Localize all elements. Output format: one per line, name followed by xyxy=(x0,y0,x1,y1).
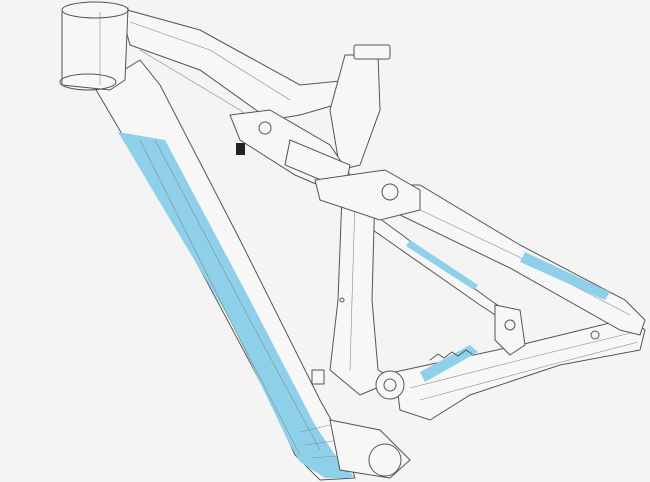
dropout-pivot xyxy=(504,319,516,331)
chainstay-accent xyxy=(420,345,478,382)
chainstay-protector xyxy=(429,349,473,361)
seat-stay xyxy=(369,184,646,356)
shock-dial xyxy=(236,143,245,155)
stay-accent xyxy=(406,240,478,290)
bottom-bracket xyxy=(311,369,411,479)
down-tube-accent xyxy=(118,132,355,478)
seat-stay-accent xyxy=(520,252,610,300)
rear-shock xyxy=(229,109,421,221)
top-tube xyxy=(119,7,353,131)
head-tube xyxy=(59,1,129,91)
down-tube xyxy=(94,59,356,481)
bb-shell xyxy=(368,443,402,477)
chainstay xyxy=(394,317,646,421)
seat-clamp xyxy=(353,44,391,60)
shock-mount xyxy=(381,183,399,201)
seat-tube xyxy=(329,44,397,396)
